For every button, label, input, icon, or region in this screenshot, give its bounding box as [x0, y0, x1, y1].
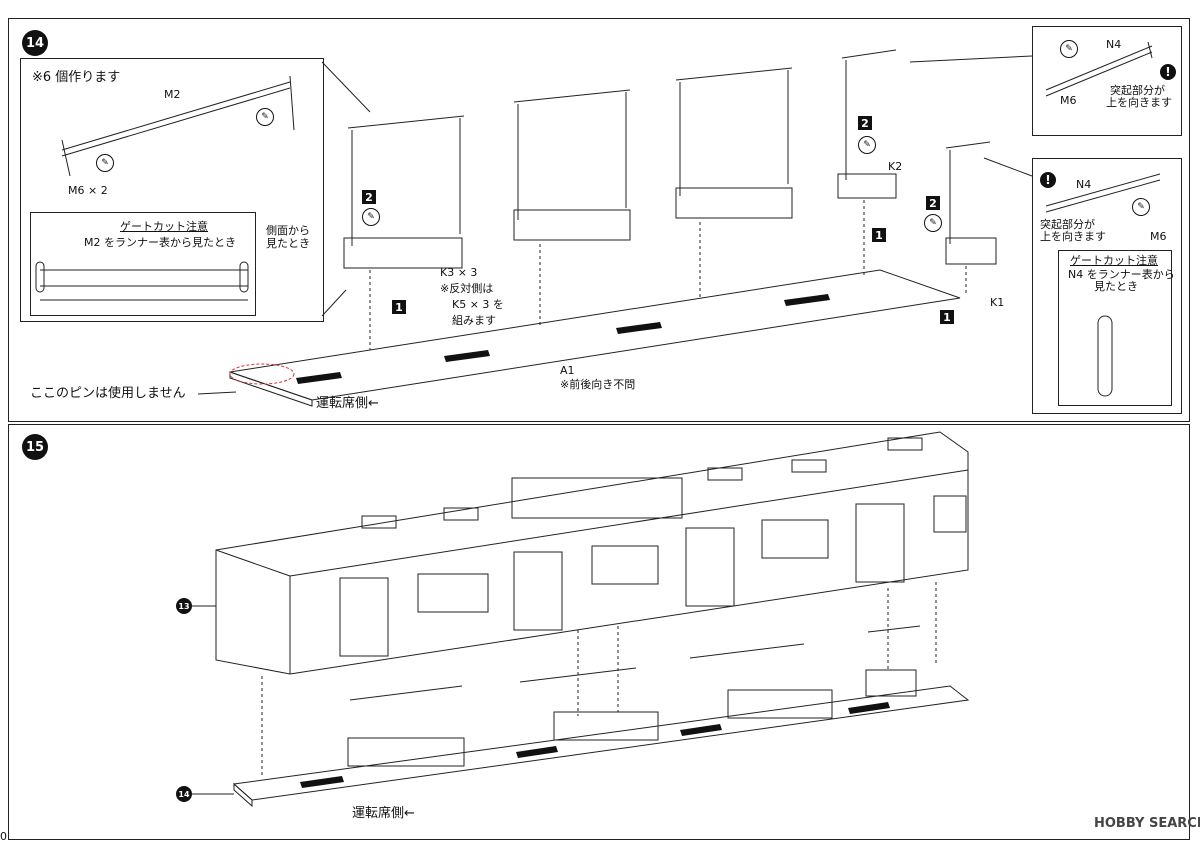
n4-top-detail-box — [1032, 26, 1182, 136]
n4-gate-title: ゲートカット注意 — [1070, 254, 1158, 267]
n4-bottom-warn-1: 突起部分が — [1040, 218, 1095, 231]
ref-step14-badge: 14 — [176, 786, 192, 802]
m2-part-label: M2 — [164, 88, 181, 101]
m2-gate-box — [30, 212, 256, 316]
reverse-note-1: ※反対側は — [440, 282, 494, 295]
driver-side-label-14: 運転席側← — [316, 396, 379, 411]
glue-icon: ✎ — [362, 208, 380, 226]
glue-icon: ✎ — [256, 108, 274, 126]
m2-gate-caption: M2 をランナー表から見たとき — [84, 236, 236, 249]
step-number-icon: 2 — [858, 116, 872, 130]
step-number-icon: 1 — [872, 228, 886, 242]
n4-top-warn-1: 突起部分が — [1110, 84, 1165, 97]
driver-side-label-15: 運転席側← — [352, 806, 415, 821]
floor-note: ※前後向き不問 — [560, 378, 636, 391]
reverse-note-2: K5 × 3 を — [452, 298, 504, 311]
m6-part-label: M6 × 2 — [68, 184, 108, 197]
warning-icon: ! — [1040, 172, 1056, 188]
step-number-icon: 2 — [362, 190, 376, 204]
floor-part-label: A1 — [560, 364, 575, 377]
ref-step13-badge: 13 — [176, 598, 192, 614]
glue-icon: ✎ — [858, 136, 876, 154]
m6-bottom-label: M6 — [1150, 230, 1167, 243]
m2-gate-title: ゲートカット注意 — [120, 220, 208, 233]
step15-badge: 15 — [22, 434, 48, 460]
seat-repeat-label: K3 × 3 — [440, 266, 478, 279]
n4-bottom-label: N4 — [1076, 178, 1092, 191]
glue-icon: ✎ — [96, 154, 114, 172]
step-number-icon: 1 — [392, 300, 406, 314]
step15-panel — [8, 424, 1190, 840]
n4-gate-caption-1: N4 をランナー表から — [1068, 268, 1175, 281]
m2-side-caption: 側面から見たとき — [266, 224, 310, 250]
n4-gate-box — [1058, 250, 1172, 406]
n4-gate-caption-2: 見たとき — [1094, 280, 1138, 293]
k1-label: K1 — [990, 296, 1005, 309]
glue-icon: ✎ — [924, 214, 942, 232]
n4-bottom-warn-2: 上を向きます — [1040, 230, 1106, 243]
step-number-icon: 2 — [926, 196, 940, 210]
pin-note: ここのピンは使用しません — [30, 386, 186, 401]
page-number: 0 — [0, 830, 7, 843]
n4-top-warn-2: 上を向きます — [1106, 96, 1172, 109]
step-number-icon: 1 — [940, 310, 954, 324]
warning-icon: ! — [1160, 64, 1176, 80]
watermark: HOBBY SEARCH — [1094, 816, 1200, 831]
k2-label: K2 — [888, 160, 903, 173]
step14-badge: 14 — [22, 30, 48, 56]
n4-top-label: N4 — [1106, 38, 1122, 51]
glue-icon: ✎ — [1132, 198, 1150, 216]
m6-top-label: M6 — [1060, 94, 1077, 107]
glue-icon: ✎ — [1060, 40, 1078, 58]
reverse-note-3: 組みます — [452, 314, 496, 327]
m2-count-note: ※6 個作ります — [32, 70, 121, 85]
